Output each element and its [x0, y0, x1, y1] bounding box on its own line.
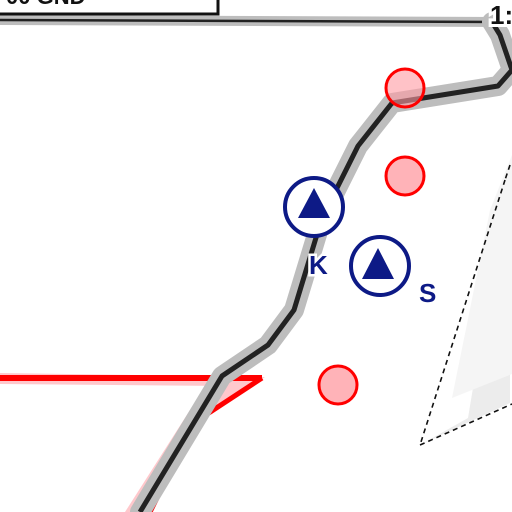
dashed-area	[419, 155, 512, 446]
corner-label: 1:	[490, 0, 512, 30]
dashed-boundary-bottom	[419, 403, 512, 446]
navaid-s[interactable]: S	[349, 235, 439, 311]
red-point-icon[interactable]	[384, 67, 426, 109]
top-boundary	[0, 15, 501, 27]
navaid-k[interactable]: K	[283, 176, 345, 283]
red-point-icon[interactable]	[384, 155, 426, 197]
dashed-boundary-left	[419, 179, 506, 446]
top-label-box: 00 GND	[0, 0, 220, 16]
route-line	[137, 20, 512, 512]
navaid-k-label: K	[309, 250, 328, 280]
top-box-label: 00 GND	[6, 0, 85, 9]
route	[130, 12, 512, 512]
red-point-icon[interactable]	[317, 364, 359, 406]
navaid-triangle-icon	[298, 188, 330, 218]
navaid-triangle-icon	[362, 248, 394, 279]
navaid-s-label: S	[419, 278, 436, 308]
